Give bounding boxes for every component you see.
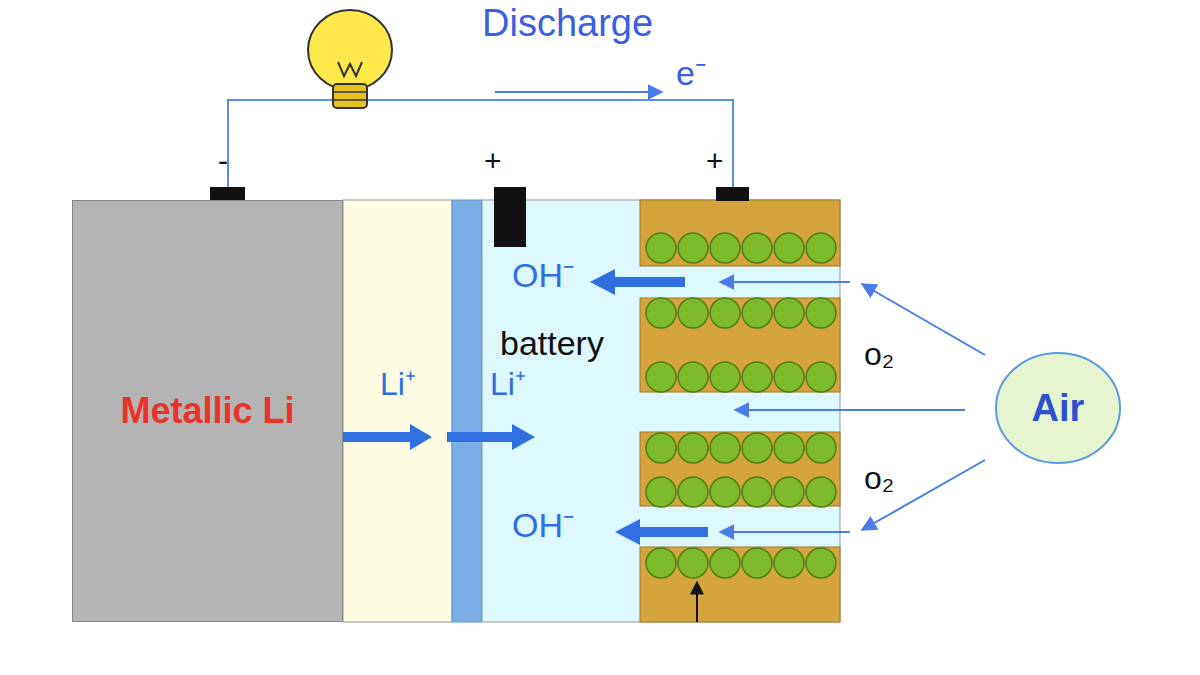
light-bulb	[308, 10, 392, 108]
catalyst-particle	[678, 548, 708, 578]
catalyst-particle	[742, 477, 772, 507]
catalyst-particle	[678, 362, 708, 392]
positive-terminal	[494, 187, 526, 247]
negative-terminal	[210, 187, 245, 201]
wire	[228, 100, 733, 200]
separator-layer	[343, 200, 452, 622]
catalyst-particle	[742, 362, 772, 392]
catalyst-particle	[806, 548, 836, 578]
catalyst-particle	[646, 433, 676, 463]
membrane	[452, 200, 482, 622]
ion-label: Li⁺	[490, 368, 526, 400]
terminal-sign: +	[706, 146, 724, 176]
catalyst-particle	[710, 433, 740, 463]
catalyst-particle	[646, 298, 676, 328]
pointer-arrow	[696, 582, 698, 622]
electrolyte-label: battery	[500, 326, 604, 360]
catalyst-particle	[774, 362, 804, 392]
catalyst-particle	[774, 548, 804, 578]
electron-label: e⁻	[676, 56, 706, 90]
node-label: Air	[1032, 387, 1085, 430]
catalyst-particle	[742, 298, 772, 328]
catalyst-particle	[806, 233, 836, 263]
catalyst-particle	[710, 548, 740, 578]
catalyst-particle	[806, 433, 836, 463]
oxygen-label: o₂	[864, 462, 894, 494]
oxygen-label: o₂	[864, 338, 894, 370]
catalyst-particle	[678, 477, 708, 507]
catalyst-particle	[774, 433, 804, 463]
positive-terminal	[716, 187, 749, 201]
anode-block: Metallic Li	[72, 200, 343, 622]
catalyst-particle	[710, 477, 740, 507]
discharge-label: Discharge	[482, 4, 653, 42]
catalyst-particle	[646, 362, 676, 392]
catalyst-particle	[742, 548, 772, 578]
node-label: Metallic Li	[120, 390, 294, 432]
ion-flow-arrow	[343, 269, 708, 545]
catalyst-particle	[710, 233, 740, 263]
catalyst-particle	[678, 433, 708, 463]
ion-label: OH⁻	[512, 508, 574, 542]
catalyst-particle	[774, 298, 804, 328]
ion-label: Li⁺	[380, 368, 416, 400]
catalyst-particle	[774, 477, 804, 507]
catalyst-particle	[806, 477, 836, 507]
catalyst-particle	[742, 233, 772, 263]
electron-flow-arrow	[495, 91, 662, 93]
catalyst-particle	[742, 433, 772, 463]
ion-label: OH⁻	[512, 258, 574, 292]
air-circle: Air	[994, 351, 1122, 465]
catalyst-particle	[646, 548, 676, 578]
catalyst-particle	[710, 298, 740, 328]
catalyst-particle	[646, 477, 676, 507]
terminal-sign: -	[218, 146, 228, 176]
catalyst-particle	[774, 233, 804, 263]
catalyst-particle	[678, 233, 708, 263]
catalyst-particle	[678, 298, 708, 328]
catalyst-particle	[646, 233, 676, 263]
catalyst-particle	[806, 298, 836, 328]
oxygen-flow-arrow	[720, 282, 985, 532]
catalyst-particle	[710, 362, 740, 392]
catalyst-particle	[806, 362, 836, 392]
terminal-sign: +	[484, 146, 502, 176]
